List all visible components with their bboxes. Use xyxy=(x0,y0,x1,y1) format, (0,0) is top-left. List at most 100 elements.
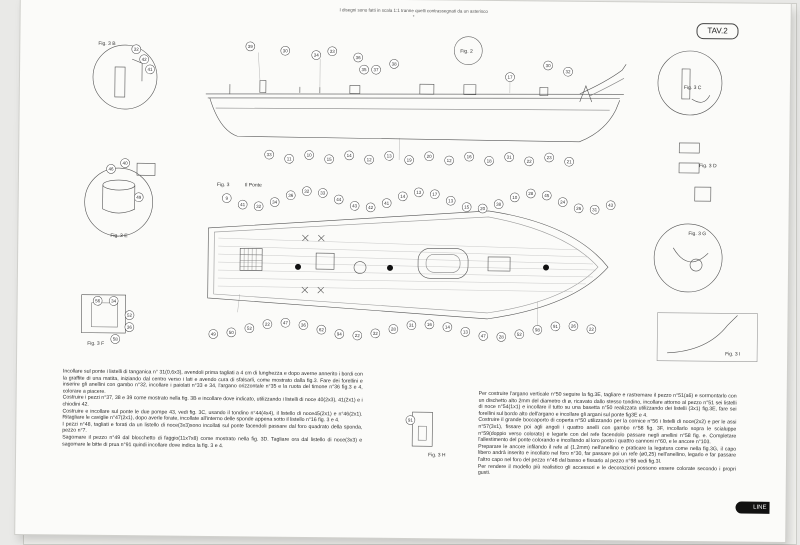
svg-text:31: 31 xyxy=(409,323,415,328)
fig-3h-label: Fig. 3 H xyxy=(428,452,446,458)
callout-deck_bottom-15: 47 xyxy=(478,331,489,341)
svg-text:20: 20 xyxy=(480,206,486,211)
callout-inset_left-3: 46 xyxy=(106,164,116,174)
plan-sheet: I disegni sono fatti in scala 1:1 tranne… xyxy=(15,0,791,543)
callout-inset_3f-2: 52 xyxy=(124,310,135,320)
svg-text:47: 47 xyxy=(481,333,487,338)
callout-profile-15: 14 xyxy=(344,150,354,161)
callout-profile-10: 32 xyxy=(563,66,573,77)
callout-profile-14: 15 xyxy=(324,154,334,164)
instruction-paragraph: Costruire il grande boccaporto di copert… xyxy=(478,417,737,446)
svg-text:49: 49 xyxy=(136,195,142,200)
svg-text:36: 36 xyxy=(301,323,307,328)
callout-deck_top-9: 42 xyxy=(365,202,376,213)
svg-text:36: 36 xyxy=(127,325,133,330)
svg-text:28: 28 xyxy=(528,191,534,196)
callout-profile-18: 19 xyxy=(404,155,414,165)
instruction-paragraph: Per rendere il modello più realistico gl… xyxy=(477,463,736,477)
svg-text:39: 39 xyxy=(248,44,254,49)
callout-deck_top-17: 38 xyxy=(493,199,504,209)
fig-2-label: Fig. 2 xyxy=(460,49,473,55)
callout-deck_bottom-14: 13 xyxy=(460,327,471,337)
fig-3g-label: Fig. 3 G xyxy=(688,231,706,237)
inset-fig-3c xyxy=(657,50,723,116)
svg-text:30: 30 xyxy=(283,48,289,53)
svg-text:42: 42 xyxy=(368,205,374,210)
svg-text:43: 43 xyxy=(352,203,358,208)
callout-inset_3f-0: 56 xyxy=(92,296,103,306)
callout-deck_top-14: 13 xyxy=(445,196,456,206)
callout-deck_top-13: 17 xyxy=(430,189,440,199)
svg-text:31: 31 xyxy=(507,155,513,160)
svg-text:22: 22 xyxy=(355,333,361,338)
callout-deck_bottom-21: 22 xyxy=(586,324,597,334)
svg-text:41: 41 xyxy=(384,201,390,206)
callout-profile-24: 22 xyxy=(524,156,534,167)
svg-text:52: 52 xyxy=(127,313,133,318)
fig-3b-label: Fig. 3 B xyxy=(98,41,116,47)
svg-text:21: 21 xyxy=(567,159,573,164)
callout-deck_top-22: 26 xyxy=(573,203,584,214)
fig-3e-label: Fig. 3 E xyxy=(110,233,128,239)
inset-fig-3h xyxy=(411,411,433,447)
svg-text:12: 12 xyxy=(447,158,453,163)
callout-deck_bottom-8: 22 xyxy=(352,330,363,341)
svg-text:15: 15 xyxy=(327,157,333,162)
ponte-label: Il Ponte xyxy=(245,182,262,188)
svg-text:46: 46 xyxy=(108,167,114,172)
svg-text:52: 52 xyxy=(247,326,253,331)
callout-profile-9: 30 xyxy=(543,60,553,71)
svg-text:38: 38 xyxy=(392,61,398,66)
callout-deck_top-24: 43 xyxy=(605,200,616,210)
svg-text:42: 42 xyxy=(142,57,148,62)
svg-text:22: 22 xyxy=(265,322,271,327)
svg-text:94: 94 xyxy=(337,332,343,337)
ship-profile-drawing xyxy=(205,64,627,143)
svg-text:28: 28 xyxy=(391,327,397,332)
svg-text:22: 22 xyxy=(589,327,595,332)
callout-deck_bottom-16: 28 xyxy=(496,332,507,342)
svg-text:62: 62 xyxy=(319,327,325,332)
svg-text:24: 24 xyxy=(560,200,566,205)
callout-deck_top-3: 34 xyxy=(269,197,280,207)
svg-text:37: 37 xyxy=(374,67,380,72)
ship-deck-plan-drawing xyxy=(207,210,609,320)
callout-deck_top-10: 41 xyxy=(381,198,392,208)
fig-3-label: Fig. 3 xyxy=(217,182,230,188)
svg-text:17: 17 xyxy=(507,75,513,80)
svg-text:23: 23 xyxy=(547,155,553,160)
callout-inset_3f-4: 58 xyxy=(110,334,121,344)
svg-text:22: 22 xyxy=(527,159,533,164)
svg-text:34: 34 xyxy=(272,200,278,205)
callout-deck_bottom-0: 49 xyxy=(208,329,219,339)
inset-fig-3f xyxy=(81,294,127,334)
fig-3c-label: Fig. 3 C xyxy=(684,85,702,91)
svg-text:28: 28 xyxy=(499,334,505,339)
callout-deck_top-8: 43 xyxy=(349,201,360,211)
svg-text:20: 20 xyxy=(427,154,433,159)
callout-profile-0: 39 xyxy=(245,41,256,52)
svg-text:17: 17 xyxy=(432,192,438,197)
svg-text:18: 18 xyxy=(487,158,493,163)
svg-text:30: 30 xyxy=(546,63,552,68)
callout-profile-8: 17 xyxy=(505,72,515,82)
callout-deck_top-2: 32 xyxy=(253,201,264,212)
svg-text:52: 52 xyxy=(517,332,523,337)
callout-deck_top-5: 32 xyxy=(302,186,312,196)
svg-text:36: 36 xyxy=(288,193,294,198)
svg-text:34: 34 xyxy=(111,299,117,304)
callout-deck_top-11: 14 xyxy=(398,191,408,202)
svg-text:33: 33 xyxy=(320,191,326,196)
svg-text:10: 10 xyxy=(512,195,518,200)
callout-profile-25: 23 xyxy=(544,152,554,163)
fig-3d-label: Fig. 3 D xyxy=(699,163,717,169)
fig-3i-label: Fig. 3 I xyxy=(725,351,740,357)
callout-deck_top-12: 13 xyxy=(414,187,424,198)
callout-profile-26: 21 xyxy=(564,156,574,167)
instruction-paragraph: Incollare sul ponte i listelli di tangan… xyxy=(62,368,363,395)
callout-deck_bottom-4: 47 xyxy=(280,318,291,328)
callout-deck_bottom-19: 91 xyxy=(550,321,561,332)
svg-text:49: 49 xyxy=(211,332,217,337)
svg-text:9: 9 xyxy=(225,196,228,201)
